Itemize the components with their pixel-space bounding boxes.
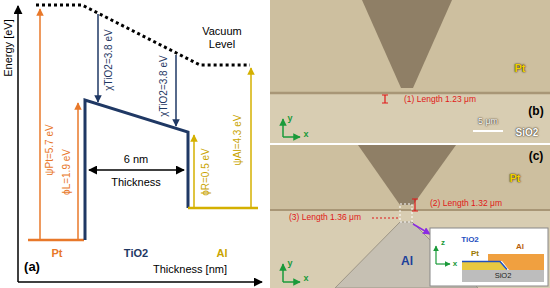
axis-label: x bbox=[453, 259, 457, 268]
pt-edge bbox=[270, 92, 550, 95]
inset-frame bbox=[430, 228, 548, 286]
work-function-label: ψAl=4.3 eV bbox=[232, 115, 244, 166]
z-axis-arrow bbox=[435, 246, 436, 264]
length-marker bbox=[382, 95, 388, 103]
dimension-label: (2) Length 1.32 μm bbox=[430, 199, 502, 209]
micrograph-b bbox=[270, 0, 550, 143]
pt-fermi-level bbox=[28, 239, 84, 242]
panel-label: (a) bbox=[24, 260, 40, 275]
work-function-label: ψPt=5.7 eV bbox=[44, 124, 56, 175]
barrier-height-label: ϕL=1.9 eV bbox=[61, 149, 73, 195]
sio2-layer bbox=[462, 270, 544, 282]
pt-region bbox=[270, 145, 550, 211]
material-label: Pt bbox=[510, 172, 521, 185]
barrier-height-label: ϕR=0.5 eV bbox=[200, 148, 212, 196]
material-label: Al bbox=[217, 247, 228, 260]
layer-label: TiO2 bbox=[461, 235, 479, 244]
axis-label: z bbox=[441, 238, 445, 247]
y-axis-arrow bbox=[282, 119, 284, 137]
scale-bar bbox=[473, 130, 503, 132]
pt-taper bbox=[358, 145, 456, 205]
thickness-label: Thickness bbox=[111, 176, 161, 189]
thickness-value: 6 nm bbox=[124, 153, 148, 166]
material-label: Al bbox=[401, 255, 413, 269]
left-barrier-arrow bbox=[77, 103, 79, 239]
axis-title: Energy [eV] bbox=[2, 19, 15, 76]
length-leader bbox=[372, 218, 398, 219]
right-barrier-arrow bbox=[193, 135, 195, 207]
material-label: Pt bbox=[52, 247, 63, 260]
x-axis-arrow bbox=[436, 263, 450, 264]
energy-axis bbox=[17, 6, 19, 282]
thickness-arrow bbox=[89, 169, 184, 171]
axis-label: y bbox=[287, 113, 292, 123]
material-label: SiO2 bbox=[516, 127, 539, 139]
micrograph-c bbox=[270, 145, 550, 288]
inset-pointer bbox=[413, 224, 430, 234]
left-affinity-arrow bbox=[97, 14, 99, 102]
electron-affinity-label: χTiO2=3.8 eV bbox=[103, 29, 115, 90]
vacuum-level-label: Vacuum Level bbox=[195, 25, 249, 50]
sio2-region bbox=[270, 94, 550, 143]
layer-label: Pt bbox=[471, 249, 479, 258]
al-fermi-level bbox=[188, 207, 258, 210]
pt-edge bbox=[270, 209, 550, 211]
length-marker bbox=[412, 199, 418, 211]
pt-layer bbox=[462, 262, 507, 270]
dimension-label: (3) Length 1.36 μm bbox=[289, 213, 361, 223]
axis-label: x bbox=[303, 129, 308, 139]
axis-title: Thickness [nm] bbox=[153, 263, 227, 276]
panel-label: (c) bbox=[529, 150, 544, 164]
thickness-axis bbox=[18, 281, 262, 283]
overlap-region bbox=[400, 204, 412, 222]
vacuum-level-line bbox=[36, 5, 250, 65]
pt-work-function-arrow bbox=[39, 9, 41, 240]
x-axis-arrow bbox=[283, 281, 300, 283]
right-affinity-arrow bbox=[175, 55, 177, 126]
x-axis-arrow bbox=[283, 136, 300, 138]
sio2-region bbox=[270, 211, 550, 288]
layer-label: SiO2 bbox=[495, 272, 512, 281]
material-label: Pt bbox=[515, 62, 526, 75]
pt-taper bbox=[362, 0, 452, 88]
layer-label: Al bbox=[516, 242, 524, 251]
panel-label: (b) bbox=[528, 105, 543, 119]
dimension-label: (1) Length 1.23 μm bbox=[404, 95, 476, 105]
electron-affinity-label: χTiO2=3.8 eV bbox=[158, 55, 170, 116]
tio2-layer bbox=[462, 262, 507, 270]
band-diagram bbox=[18, 5, 262, 282]
scale-label: 5 μm bbox=[478, 116, 498, 126]
tio2-conduction-band bbox=[85, 100, 188, 240]
pt-region bbox=[270, 0, 550, 94]
y-axis-arrow bbox=[282, 264, 284, 282]
axis-label: y bbox=[287, 258, 292, 268]
axis-label: x bbox=[303, 273, 308, 283]
material-label: TiO2 bbox=[124, 247, 148, 260]
al-work-function-arrow bbox=[250, 68, 252, 208]
